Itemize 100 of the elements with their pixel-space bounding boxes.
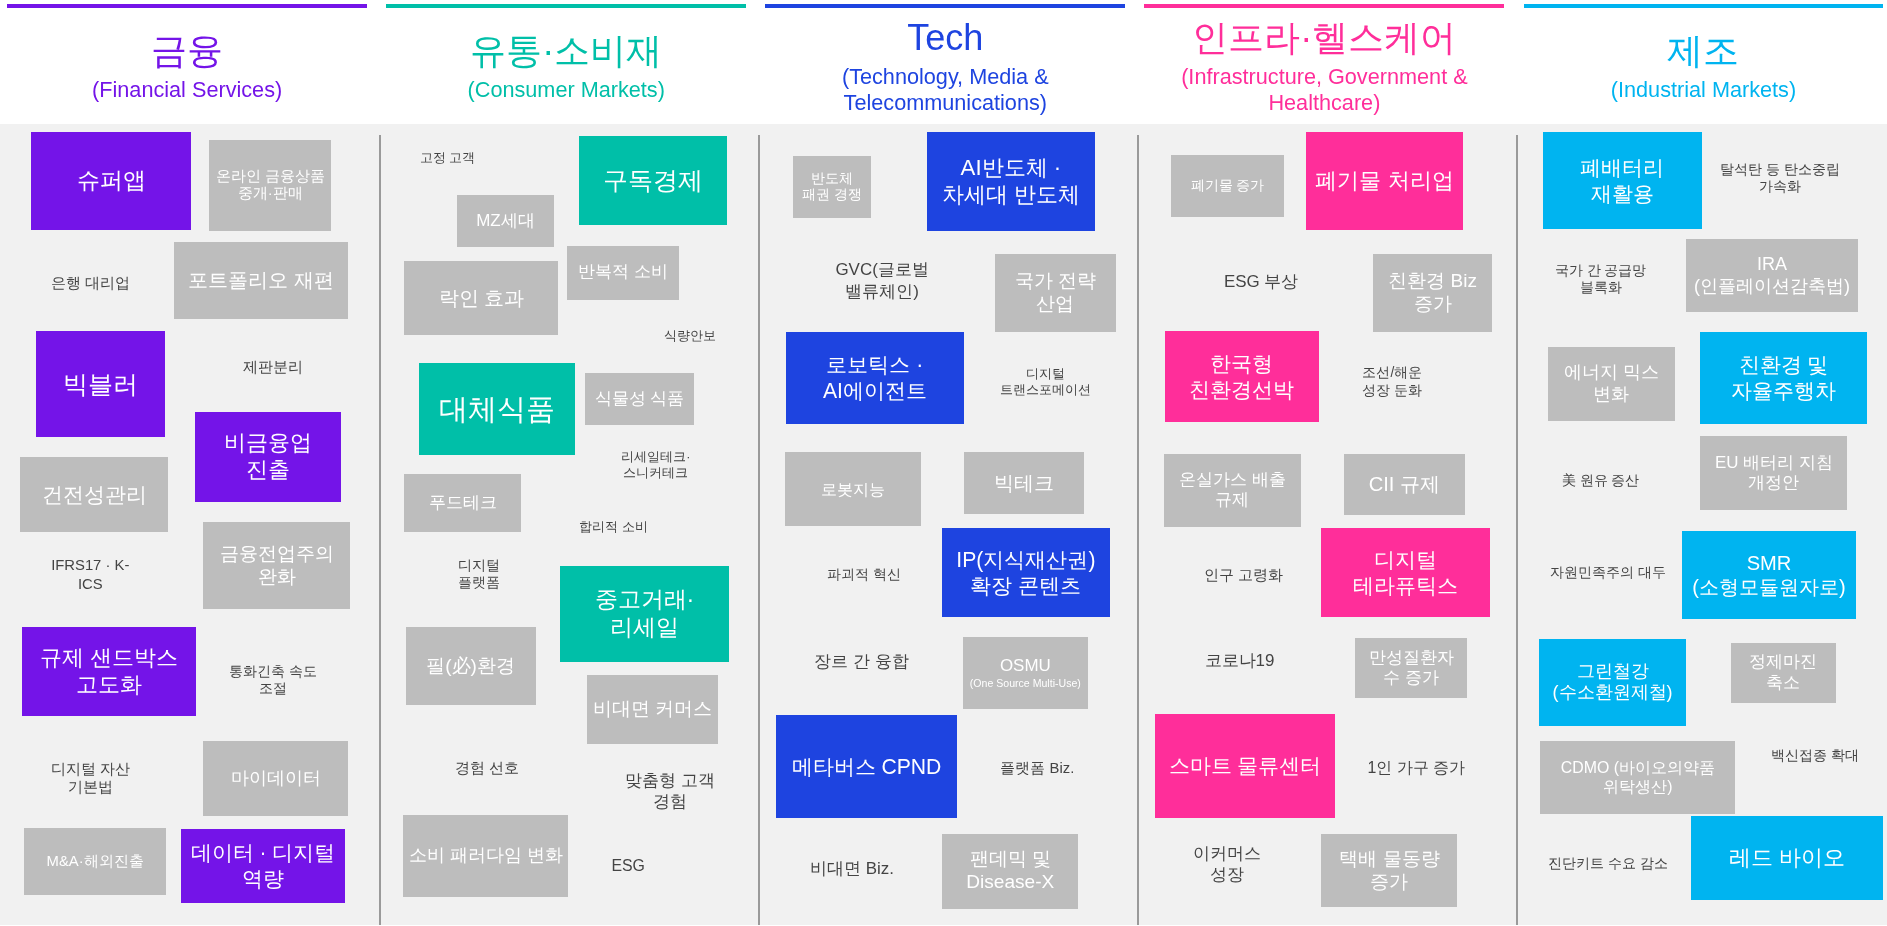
keyword-label: 경험 선호 (454, 758, 521, 778)
keyword-box (1373, 253, 1493, 333)
keyword-label: 1인 가구 증가 (1366, 757, 1467, 778)
keyword-label: 자원민족주의 대두 (1548, 564, 1667, 582)
keyword-text: 만성질환자 수 증가 (1367, 647, 1455, 689)
keyword-text: 친환경 Biz 증가 (1387, 270, 1479, 316)
keyword-label: 합리적 소비 (578, 520, 649, 537)
keyword-box (21, 627, 197, 717)
keyword-box (1547, 346, 1676, 422)
keyword-box (1682, 530, 1856, 619)
category-title: 금융 (151, 28, 224, 73)
keyword-box (203, 522, 351, 609)
keyword-box (584, 373, 695, 425)
keyword-label: 코로나19 (1203, 650, 1276, 672)
keyword-text: SMR (소형모듈원자로) (1691, 550, 1847, 599)
keyword-box (1700, 332, 1867, 424)
keyword-text: 한국형 친환경선박 (1188, 351, 1296, 403)
keyword-text: 친환경 및 자율주행차 (1730, 352, 1837, 404)
keyword-box (20, 457, 169, 532)
keyword-box (194, 411, 341, 502)
keyword-box (1540, 741, 1736, 814)
keyword-label: 인구 고령화 (1202, 565, 1284, 585)
keyword-label: GVC(글로벌 밸류체인) (834, 259, 930, 302)
keyword-text: 락인 효과 (438, 285, 525, 310)
keyword-text: CII 규제 (1368, 472, 1441, 497)
keyword-box (776, 714, 957, 819)
keyword-box (1321, 834, 1458, 908)
keyword-box (962, 636, 1088, 709)
keyword-box (180, 829, 346, 903)
keyword-label: 디지털 트랜스포메이션 (999, 366, 1093, 399)
keyword-box (209, 139, 331, 232)
keyword-label: 백신접종 확대 (1769, 747, 1860, 765)
keyword-text: 그린철강 (수소환원제철) (1551, 660, 1674, 704)
keyword-label: 고정 고객 (418, 150, 477, 167)
keyword-text: 대체식품 (439, 392, 555, 427)
keyword-text: OSMU (999, 656, 1051, 677)
keyword-box (1344, 453, 1465, 516)
category-title: 유통·소비재 (470, 28, 663, 73)
keyword-label: ESG 부상 (1222, 271, 1300, 293)
keyword-box (1730, 642, 1837, 703)
keyword-box (963, 452, 1085, 514)
keyword-text: 빅테크 (994, 471, 1055, 496)
keyword-text: 국가 전략 산업 (1013, 270, 1098, 316)
keyword-label: 식량안보 (662, 329, 717, 345)
keyword-text: 택배 물동량 증가 (1338, 847, 1441, 894)
keyword-text: 스마트 물류센터 (1168, 753, 1322, 779)
keyword-text: 폐기물 증가 (1190, 177, 1265, 195)
keyword-text: 금융전업주의 완화 (218, 542, 335, 589)
keyword-box (942, 834, 1079, 909)
keyword-label: 비대면 Biz. (809, 858, 895, 880)
keyword-box (1155, 713, 1335, 819)
keyword-label: 美 원유 증산 (1560, 472, 1641, 490)
keyword-text: 반도체 패권 경쟁 (801, 170, 864, 204)
keyword-label: 조선/해운 성장 둔화 (1361, 364, 1424, 399)
keyword-subtext: (One Source Multi-Use) (969, 676, 1081, 690)
keyword-text: 포트폴리오 재편 (188, 268, 334, 293)
keyword-box (995, 253, 1116, 333)
keyword-box (1321, 528, 1490, 618)
keyword-box (403, 814, 568, 897)
category-subtitle: (Financial Services) (92, 77, 283, 104)
keyword-box (926, 132, 1096, 232)
keyword-label: 맞춤형 고객 경험 (624, 769, 717, 812)
category-subtitle: (Infrastructure, Government & Healthcare) (1180, 64, 1469, 116)
category-subtitle: (Technology, Media & Telecommunications) (840, 64, 1050, 116)
keyword-text: 비금융업 진출 (222, 430, 313, 484)
keyword-label: 리세일테크· 스니커테크 (620, 449, 692, 482)
keyword-text: 온라인 금융상품 중개·판매 (214, 167, 326, 204)
keyword-text: 식물성 식품 (594, 388, 685, 410)
keyword-text: 정제마진 축소 (1748, 652, 1819, 693)
keyword-box (24, 827, 167, 896)
keyword-box (578, 136, 727, 226)
keyword-text: M&A·해외진출 (46, 852, 144, 871)
keyword-label: 제판분리 (242, 357, 305, 377)
keyword-text: 메타버스 CPND (791, 753, 942, 780)
keyword-text: 슈퍼앱 (76, 167, 146, 196)
keyword-box (1170, 155, 1285, 217)
keyword-label: 통화긴축 속도 조절 (228, 662, 319, 698)
keyword-text: 빅블러 (62, 368, 138, 400)
keyword-text: 소비 패러다임 변화 (408, 844, 563, 867)
keyword-box (457, 194, 554, 247)
keyword-text: 온실가스 배출 규제 (1177, 470, 1287, 511)
keyword-box (404, 261, 559, 335)
keyword-label: 디지털 자산 기본법 (49, 760, 131, 798)
keyword-box (566, 245, 679, 300)
keyword-text: 레드 바이오 (1729, 844, 1846, 872)
keyword-text: 로봇지능 (820, 479, 885, 499)
keyword-text: EU 배터리 지침 개정안 (1713, 452, 1834, 494)
keyword-text: 푸드테크 (428, 492, 497, 514)
keyword-box (404, 474, 522, 532)
keyword-label: 진단키트 수요 감소 (1546, 855, 1669, 873)
keyword-box (1686, 239, 1859, 312)
category-subtitle: (Consumer Markets) (467, 77, 665, 104)
keyword-text: 디지털 테라퓨틱스 (1352, 547, 1460, 599)
keyword-box (1355, 637, 1467, 698)
keyword-text: CDMO (바이오의약품 위탁생산) (1559, 758, 1716, 797)
keyword-box (203, 741, 348, 816)
keyword-label: IFRS17 · K-ICS (50, 556, 131, 594)
keyword-text: AI반도체 · 차세대 반도체 (940, 155, 1081, 209)
keyword-text: 마이데이터 (230, 767, 321, 790)
keyword-label: 디지털 플랫폼 (456, 556, 501, 592)
